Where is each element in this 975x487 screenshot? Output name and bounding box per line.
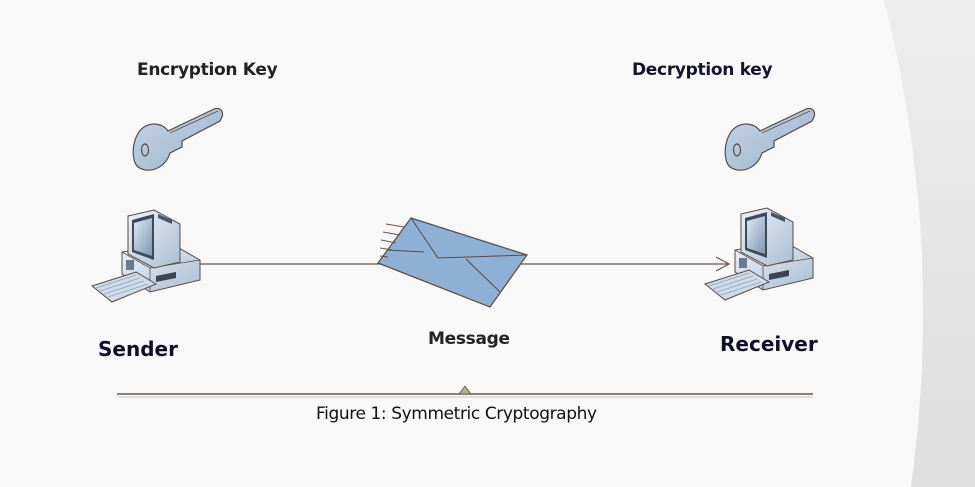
encryption-key-icon [132, 107, 224, 171]
decryption-key-icon [724, 107, 816, 171]
sender-computer-icon [90, 209, 201, 303]
arrow-head-icon [715, 256, 731, 272]
receiver-computer-icon [703, 207, 814, 301]
divider-marker-icon [458, 385, 472, 395]
receiver-label: Receiver [720, 332, 818, 356]
encryption-key-label: Encryption Key [137, 60, 278, 80]
message-label: Message [428, 329, 510, 349]
sender-label: Sender [98, 337, 178, 361]
decryption-key-label: Decryption key [632, 60, 773, 80]
figure-caption: Figure 1: Symmetric Cryptography [316, 404, 597, 424]
message-envelope-icon [377, 217, 528, 308]
